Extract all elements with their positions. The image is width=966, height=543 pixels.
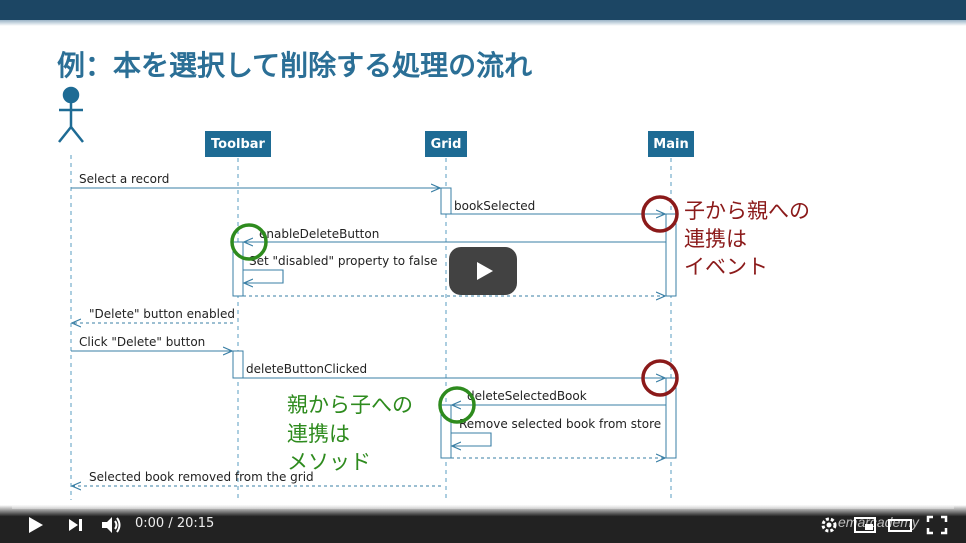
msg-label: bookSelected bbox=[454, 199, 535, 213]
msg-label: deleteSelectedBook bbox=[467, 389, 587, 403]
activation-grid-2 bbox=[440, 404, 452, 459]
actor-icon bbox=[58, 86, 84, 143]
slide-title: 例：本を選択して削除する処理の流れ bbox=[57, 49, 533, 82]
control-bar bbox=[0, 505, 966, 543]
svg-text:親から子への: 親から子への bbox=[287, 393, 413, 417]
time-display: 0:00 / 20:15 bbox=[135, 516, 215, 531]
next-icon[interactable] bbox=[64, 512, 88, 538]
highlight-circle-event-2 bbox=[641, 359, 679, 397]
play-overlay-button[interactable] bbox=[449, 247, 517, 295]
activation-toolbar-1 bbox=[232, 241, 244, 297]
svg-text:イベント: イベント bbox=[684, 255, 768, 279]
volume-icon[interactable] bbox=[99, 512, 125, 538]
msg-label: Select a record bbox=[79, 172, 169, 186]
activation-main-2 bbox=[665, 377, 677, 459]
highlight-circle-method-2 bbox=[438, 386, 476, 424]
note-method: 親から子への 連携は メソッド bbox=[287, 393, 413, 474]
miniplayer-icon[interactable] bbox=[852, 512, 878, 538]
svg-text:連携は: 連携は bbox=[684, 227, 747, 251]
top-banner bbox=[0, 0, 966, 26]
svg-text:連携は: 連携は bbox=[287, 422, 350, 446]
svg-text:子から親への: 子から親への bbox=[684, 199, 810, 223]
activation-main-1 bbox=[665, 213, 677, 297]
progress-bar[interactable] bbox=[12, 506, 954, 509]
highlight-circle-method-1 bbox=[230, 223, 268, 261]
msg-label: Selected book removed from the grid bbox=[89, 470, 314, 484]
msg-label: "Delete" button enabled bbox=[89, 307, 235, 321]
gear-icon[interactable] bbox=[818, 512, 840, 538]
lifeline-label-grid: Grid bbox=[431, 137, 462, 152]
msg-label: deleteButtonClicked bbox=[246, 362, 367, 376]
activation-grid-1 bbox=[440, 187, 452, 215]
msg-label: Set "disabled" property to false bbox=[249, 254, 437, 268]
play-icon[interactable] bbox=[24, 512, 48, 538]
msg-label: Click "Delete" button bbox=[79, 335, 205, 349]
note-event: 子から親への 連携は イベント bbox=[684, 199, 810, 279]
fullscreen-icon[interactable] bbox=[924, 512, 950, 538]
msg-label: Remove selected book from store bbox=[459, 417, 661, 431]
msg-label: enableDeleteButton bbox=[259, 227, 379, 241]
lifeline-label-main: Main bbox=[653, 137, 688, 152]
lifeline-label-toolbar: Toolbar bbox=[211, 137, 266, 152]
lifeline-toolbar: Toolbar bbox=[205, 131, 271, 157]
theater-mode-icon[interactable] bbox=[887, 512, 913, 538]
svg-text:メソッド: メソッド bbox=[287, 450, 371, 474]
highlight-circle-event-1 bbox=[641, 195, 679, 233]
activation-toolbar-2 bbox=[232, 350, 244, 379]
lifeline-grid: Grid bbox=[425, 131, 467, 157]
lifeline-main: Main bbox=[648, 131, 694, 157]
